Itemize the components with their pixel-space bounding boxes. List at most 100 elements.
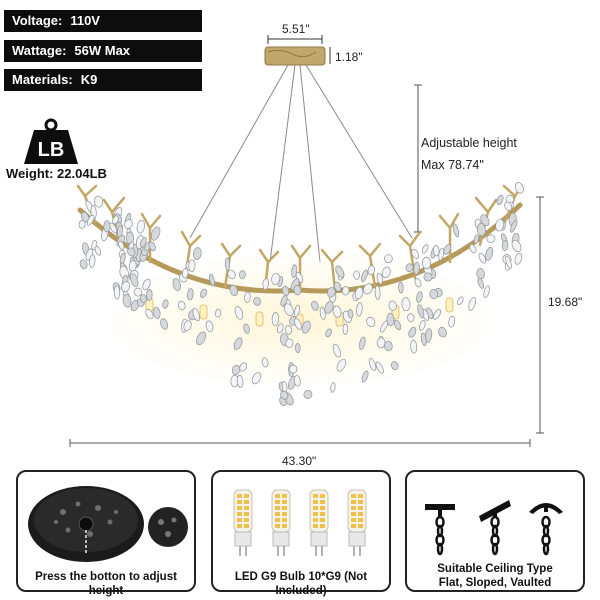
chain-link: [491, 542, 499, 556]
crystal: [342, 286, 350, 296]
chain-link: [436, 542, 444, 556]
crystal: [243, 323, 250, 334]
crystal: [443, 243, 452, 255]
crystal: [172, 278, 181, 291]
crystal: [368, 357, 377, 371]
crystal: [353, 270, 360, 280]
crystal: [244, 291, 251, 303]
adjustable-height-title: Adjustable height: [421, 136, 517, 150]
crystal: [285, 338, 294, 348]
crystal: [239, 362, 247, 372]
crystal: [356, 302, 363, 317]
crystal: [281, 285, 290, 297]
crystal: [419, 320, 426, 331]
crystal: [103, 220, 111, 233]
crystal: [285, 325, 292, 335]
crystal: [160, 318, 169, 330]
crystal: [188, 259, 196, 273]
crystal: [233, 337, 243, 350]
crystal: [86, 214, 95, 226]
crystal: [251, 372, 262, 385]
crystal: [514, 252, 523, 265]
crystal: [376, 337, 386, 349]
crystal: [129, 273, 139, 287]
crystal: [374, 285, 381, 300]
crystal: [303, 390, 313, 399]
crystal: [416, 291, 423, 303]
crystal: [495, 218, 505, 232]
adjustable-height-label: Adjustable height Max 78.74": [421, 132, 517, 176]
crystal: [293, 285, 302, 296]
crystal: [384, 254, 393, 264]
crystal: [360, 269, 368, 282]
crystal: [388, 300, 397, 311]
crystal: [261, 357, 269, 368]
crystal: [476, 222, 486, 237]
crystal: [469, 243, 477, 254]
adjust-height-caption: Press the botton to adjust height: [35, 571, 177, 597]
crystal: [215, 308, 222, 318]
crystal: [393, 319, 402, 331]
crystal: [236, 374, 244, 388]
crystal: [118, 240, 125, 250]
weight-label: Weight: 22.04LB: [6, 166, 107, 181]
crystal: [335, 265, 345, 279]
suspension-wire: [269, 64, 296, 263]
detail-zoom-image: [148, 507, 188, 547]
crystal: [354, 286, 364, 300]
spec-wattage-value: 56W Max: [74, 43, 131, 58]
sloped-ceiling-icon: [479, 500, 511, 522]
spec-voltage-label: Voltage:: [12, 13, 63, 28]
adjust-height-panel: Press the botton to adjust height: [16, 470, 196, 597]
crystal: [78, 220, 86, 229]
suspension-wire: [189, 64, 289, 239]
canopy: [264, 46, 326, 66]
crystal: [277, 323, 284, 334]
crystal: [295, 343, 301, 354]
crystal: [468, 297, 477, 311]
crystal: [386, 312, 395, 327]
crystal: [333, 281, 342, 292]
crystal: [142, 278, 151, 291]
crystal: [192, 247, 202, 261]
crystal: [485, 246, 494, 261]
crystal: [452, 223, 460, 238]
crystal: [192, 307, 200, 322]
crystal: [79, 259, 88, 270]
crystal: [505, 255, 512, 269]
crystal: [291, 264, 298, 279]
crystal: [112, 215, 119, 225]
crystal: [336, 358, 347, 372]
crystal: [150, 226, 161, 241]
crystal: [433, 245, 440, 257]
crystal: [88, 254, 96, 268]
weight-icon: LB: [24, 118, 78, 164]
crystal: [94, 246, 102, 256]
crystal: [93, 195, 104, 208]
crystal: [205, 320, 214, 333]
crystal: [209, 273, 215, 287]
crystal: [511, 239, 522, 252]
bulb-caption: LED G9 Bulb 10*G9 (Not Included): [234, 571, 368, 597]
crystal: [375, 361, 384, 374]
crystal: [342, 323, 349, 335]
spec-wattage-label: Wattage:: [12, 43, 67, 58]
crystal: [359, 336, 366, 350]
crystal: [363, 283, 373, 295]
crystal: [136, 219, 145, 234]
crystal: [130, 299, 140, 312]
crystal: [181, 268, 189, 279]
crystal: [429, 289, 439, 300]
crystal: [407, 313, 415, 323]
crystal: [486, 234, 496, 244]
suspension-wire: [299, 64, 321, 263]
crystal: [384, 340, 393, 352]
canopy-width-label: 5.51": [282, 22, 310, 36]
g9-bulb-icon: [271, 489, 291, 556]
crystal: [504, 201, 513, 212]
crystal: [271, 272, 281, 286]
spec-voltage: Voltage:110V: [4, 10, 202, 32]
crystal: [133, 287, 143, 297]
g9-bulb-icon: [309, 489, 329, 556]
crystal: [227, 269, 236, 280]
